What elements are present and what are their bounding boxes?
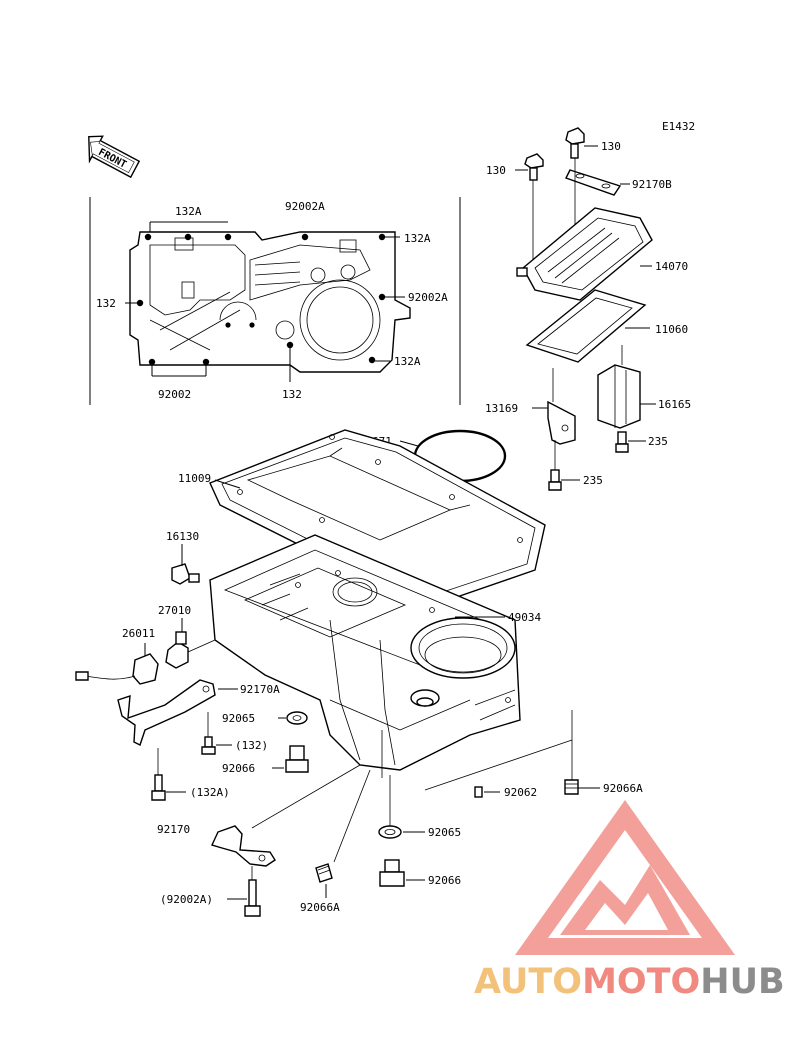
watermark-logo-icon bbox=[515, 800, 735, 955]
breather-cover-assembly bbox=[515, 127, 656, 491]
inset-label-132-left: 132 bbox=[96, 297, 116, 310]
callout-92170A: 92170A bbox=[240, 683, 280, 696]
oil-pan-gasket bbox=[209, 429, 546, 609]
callout-27010: 27010 bbox=[158, 604, 191, 617]
inset-label-132A-top: 132A bbox=[175, 205, 202, 218]
inset-bolt-markers bbox=[136, 233, 386, 366]
callout-235-right: 235 bbox=[648, 435, 668, 448]
watermark-moto: MOTO bbox=[582, 962, 700, 1002]
inset-label-92002A-top: 92002A bbox=[285, 200, 325, 213]
callout-14070: 14070 bbox=[655, 260, 688, 273]
inset-label-132A-right: 132A bbox=[404, 232, 431, 245]
callout-130-top: 130 bbox=[601, 140, 621, 153]
oil-pan bbox=[209, 534, 521, 778]
callout-11009: 11009 bbox=[178, 472, 211, 485]
callout-92066A-bottom: 92066A bbox=[300, 901, 340, 914]
callout-92066-lower: 92066 bbox=[428, 874, 461, 887]
inset-label-92002A-right: 92002A bbox=[408, 291, 448, 304]
callout-16165: 16165 bbox=[658, 398, 691, 411]
watermark-hub: HUB bbox=[700, 962, 784, 1002]
diagram-code: E1432 bbox=[662, 120, 695, 133]
inset-label-92002: 92002 bbox=[158, 388, 191, 401]
callout-132A-paren: (132A) bbox=[190, 786, 230, 799]
callout-26011: 26011 bbox=[122, 627, 155, 640]
left-side-parts bbox=[75, 544, 309, 801]
front-arrow-icon: FRONT bbox=[88, 135, 141, 179]
callout-235-bottom: 235 bbox=[583, 474, 603, 487]
callout-92170: 92170 bbox=[157, 823, 190, 836]
callout-92062: 92062 bbox=[504, 786, 537, 799]
inset-label-132A-bottom: 132A bbox=[394, 355, 421, 368]
callout-92002A-paren: (92002A) bbox=[160, 893, 213, 906]
watermark-auto: AUTO bbox=[474, 962, 582, 1002]
callout-13169: 13169 bbox=[485, 402, 518, 415]
callout-49034: 49034 bbox=[508, 611, 541, 624]
callout-16130: 16130 bbox=[166, 530, 199, 543]
callout-132-paren: (132) bbox=[235, 739, 268, 752]
callout-11060: 11060 bbox=[655, 323, 688, 336]
callout-92065-lower: 92065 bbox=[428, 826, 461, 839]
callout-92066A-right: 92066A bbox=[603, 782, 643, 795]
callout-92170B: 92170B bbox=[632, 178, 672, 191]
watermark-text: AUTOMOTOHUB bbox=[474, 962, 785, 1002]
callout-92066-upper: 92066 bbox=[222, 762, 255, 775]
inset-label-132-bottom: 132 bbox=[282, 388, 302, 401]
callout-130-left: 130 bbox=[486, 164, 506, 177]
callout-92065-upper: 92065 bbox=[222, 712, 255, 725]
inset-bolt-layout bbox=[89, 197, 461, 405]
bottom-parts bbox=[211, 710, 600, 917]
